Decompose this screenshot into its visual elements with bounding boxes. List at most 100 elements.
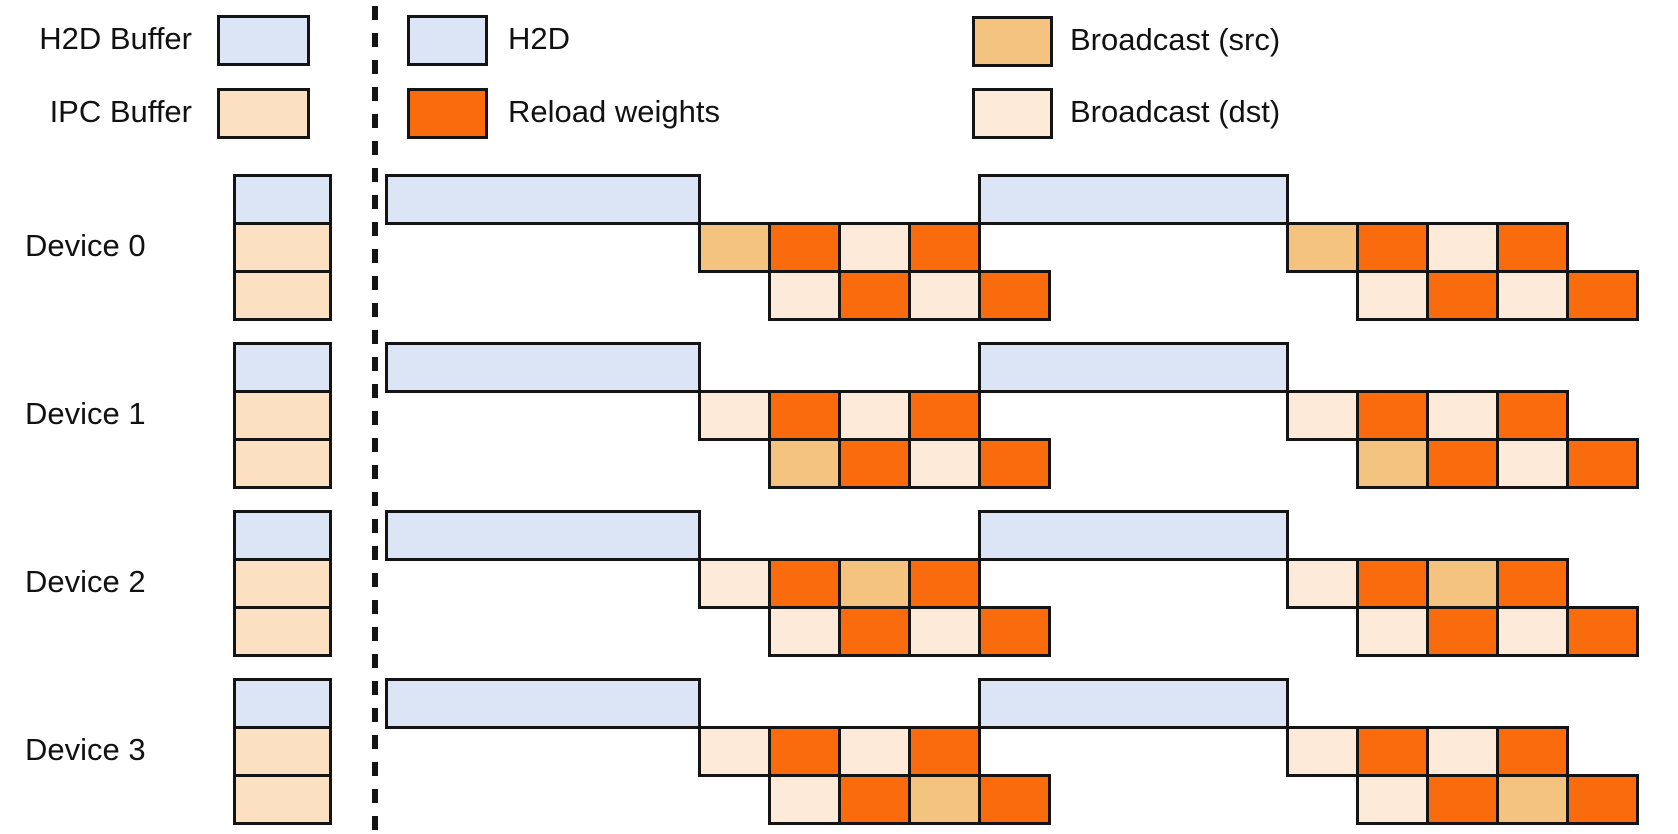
timeline-cell-src: [1496, 774, 1569, 825]
timeline-cell-reload: [1356, 558, 1429, 609]
timeline-cell-dst: [838, 222, 911, 273]
timeline-cell-dst: [908, 606, 981, 657]
timeline-cell-dst: [1286, 726, 1359, 777]
timeline-cell-src: [768, 438, 841, 489]
h2d-bar: [978, 510, 1289, 561]
h2d-bar: [978, 174, 1289, 225]
legend-swatch-broadcast-dst: [972, 88, 1053, 139]
legend-label-reload-weights: Reload weights: [508, 94, 720, 129]
timeline-cell-dst: [908, 438, 981, 489]
timeline-cell-reload: [1356, 390, 1429, 441]
stack-cell-ipc: [233, 270, 332, 321]
timeline-cell-reload: [768, 726, 841, 777]
device-label: Device 2: [25, 564, 146, 599]
stack-cell-h2d: [233, 678, 332, 729]
timeline-cell-reload: [1496, 222, 1569, 273]
timeline-cell-reload: [1356, 222, 1429, 273]
timeline-cell-reload: [768, 222, 841, 273]
legend-label-ipc-buffer: IPC Buffer: [49, 94, 192, 129]
timeline-cell-reload: [1566, 606, 1639, 657]
timeline-cell-dst: [1496, 270, 1569, 321]
device-label: Device 0: [25, 228, 146, 263]
timeline-cell-dst: [1286, 390, 1359, 441]
legend-swatch-broadcast-src: [972, 16, 1053, 67]
stack-cell-ipc: [233, 438, 332, 489]
timeline-cell-dst: [1496, 438, 1569, 489]
timeline-cell-dst: [1356, 606, 1429, 657]
timeline-cell-dst: [768, 270, 841, 321]
legend-swatch-h2d-buffer: [217, 15, 310, 66]
timeline-cell-dst: [768, 774, 841, 825]
timeline-cell-reload: [838, 438, 911, 489]
timeline-cell-reload: [1496, 558, 1569, 609]
timeline-cell-reload: [1496, 726, 1569, 777]
timeline-cell-reload: [1356, 726, 1429, 777]
legend-label-broadcast-src: Broadcast (src): [1070, 22, 1281, 57]
timeline-cell-reload: [1566, 774, 1639, 825]
timeline-cell-reload: [978, 270, 1051, 321]
timeline-cell-reload: [1426, 438, 1499, 489]
timeline-cell-dst: [1286, 558, 1359, 609]
timeline-cell-dst: [698, 558, 771, 609]
device-label: Device 1: [25, 396, 146, 431]
timeline-cell-dst: [698, 390, 771, 441]
timeline-cell-reload: [838, 270, 911, 321]
timeline-cell-dst: [768, 606, 841, 657]
timeline-cell-src: [1426, 558, 1499, 609]
h2d-bar: [385, 510, 701, 561]
timeline-cell-reload: [978, 606, 1051, 657]
timeline-cell-dst: [1356, 774, 1429, 825]
timeline-cell-dst: [908, 270, 981, 321]
timeline-cell-src: [698, 222, 771, 273]
legend-swatch-ipc-buffer: [217, 88, 310, 139]
timeline-cell-dst: [838, 390, 911, 441]
h2d-bar: [385, 174, 701, 225]
h2d-bar: [385, 342, 701, 393]
timeline-cell-dst: [1496, 606, 1569, 657]
stack-cell-h2d: [233, 342, 332, 393]
timeline-cell-reload: [978, 774, 1051, 825]
timeline-cell-reload: [908, 390, 981, 441]
stack-cell-ipc: [233, 558, 332, 609]
stack-cell-ipc: [233, 222, 332, 273]
timeline-cell-reload: [1426, 606, 1499, 657]
timeline-cell-dst: [1356, 270, 1429, 321]
stack-cell-ipc: [233, 774, 332, 825]
timeline-cell-src: [908, 774, 981, 825]
stack-cell-ipc: [233, 726, 332, 777]
stack-cell-h2d: [233, 510, 332, 561]
timeline-cell-reload: [1426, 774, 1499, 825]
timeline-cell-reload: [838, 606, 911, 657]
legend-label-h2d-buffer: H2D Buffer: [39, 21, 192, 56]
timeline-cell-src: [838, 558, 911, 609]
h2d-bar: [385, 678, 701, 729]
stack-cell-ipc: [233, 606, 332, 657]
legend-swatch-h2d: [407, 15, 488, 66]
legend-label-broadcast-dst: Broadcast (dst): [1070, 94, 1281, 129]
timeline-cell-reload: [1426, 270, 1499, 321]
timeline-cell-reload: [1566, 270, 1639, 321]
timeline-cell-dst: [1426, 390, 1499, 441]
h2d-bar: [978, 678, 1289, 729]
h2d-bar: [978, 342, 1289, 393]
timeline-cell-reload: [838, 774, 911, 825]
stack-cell-ipc: [233, 390, 332, 441]
timeline-cell-dst: [1426, 222, 1499, 273]
timeline-cell-src: [1356, 438, 1429, 489]
device-label: Device 3: [25, 732, 146, 767]
timeline-cell-dst: [698, 726, 771, 777]
timeline-cell-reload: [978, 438, 1051, 489]
timeline-cell-reload: [768, 390, 841, 441]
timeline-cell-reload: [908, 726, 981, 777]
timeline-cell-reload: [768, 558, 841, 609]
timeline-cell-dst: [838, 726, 911, 777]
timeline-cell-reload: [908, 558, 981, 609]
timeline-cell-dst: [1426, 726, 1499, 777]
timeline-cell-reload: [1566, 438, 1639, 489]
legend-swatch-reload-weights: [407, 88, 488, 139]
legend-label-h2d: H2D: [508, 21, 571, 56]
timeline-cell-src: [1286, 222, 1359, 273]
stack-cell-h2d: [233, 174, 332, 225]
divider-dashed-line: [372, 6, 378, 832]
